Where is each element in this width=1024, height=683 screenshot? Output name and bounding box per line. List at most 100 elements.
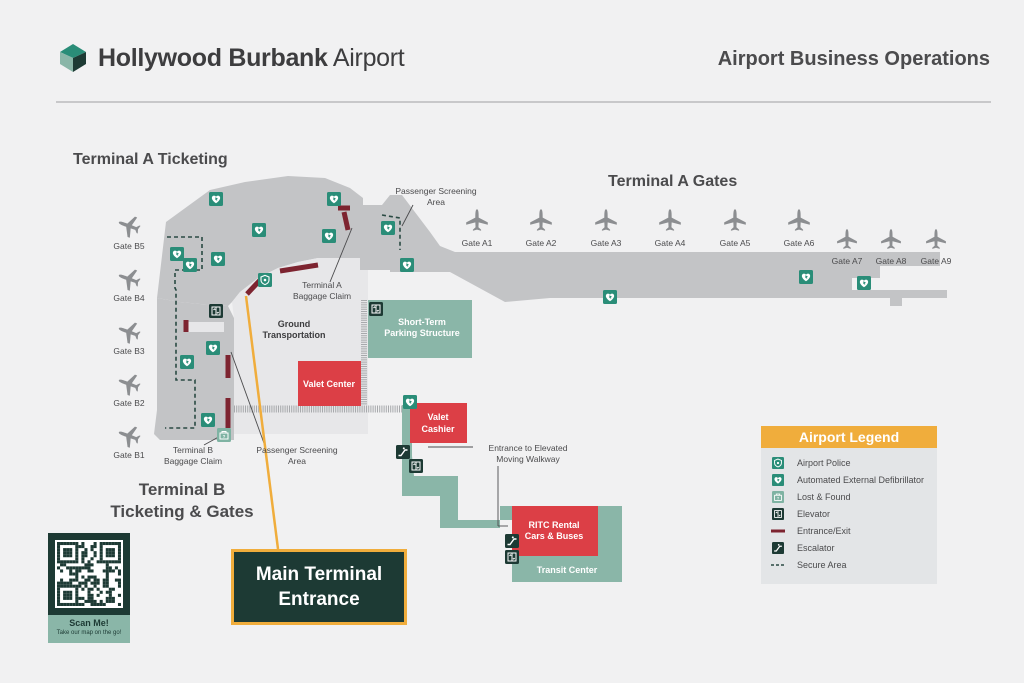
main-terminal-entrance[interactable]: Main Terminal Entrance: [231, 549, 407, 625]
qr-module: [57, 557, 61, 561]
qr-module: [87, 593, 91, 597]
qr-module: [69, 596, 73, 600]
qr-module: [69, 590, 73, 594]
qr-module: [111, 548, 115, 552]
qr-module: [84, 566, 88, 570]
qr-module: [99, 551, 103, 555]
qr-module: [57, 554, 61, 558]
qr-module: [57, 545, 61, 549]
legend-list: Airport Police Automated External Defibr…: [761, 454, 937, 573]
valet-cashier[interactable]: [410, 403, 467, 443]
qr-module: [78, 545, 82, 549]
parking-structure: [368, 300, 472, 358]
qr-module: [117, 554, 121, 558]
qr-module: [90, 575, 94, 579]
qr-card[interactable]: Scan Me! Take our map on the go!: [48, 533, 130, 643]
qr-module: [75, 590, 79, 594]
qr-module: [63, 542, 67, 546]
gate-a-labels: Gate A1 Gate A2 Gate A3 Gate A4 Gate A5 …: [462, 238, 952, 266]
qr-module: [60, 560, 64, 564]
qr-code-box[interactable]: [48, 533, 130, 615]
qr-module: [81, 554, 85, 558]
qr-module: [99, 599, 103, 603]
terminal-b-notch: [186, 322, 224, 332]
terminal-b-label-1: Terminal B: [139, 480, 226, 499]
qr-module: [63, 596, 67, 600]
qr-module: [117, 548, 121, 552]
qr-module: [93, 545, 97, 549]
qr-module: [117, 545, 121, 549]
qr-module: [57, 548, 61, 552]
airport-logo-icon: [60, 44, 86, 72]
qr-module: [111, 596, 115, 600]
entrance-line-icon: [771, 524, 785, 538]
qr-module: [60, 581, 64, 585]
lost-found-icon: [771, 490, 785, 504]
qr-module: [66, 548, 70, 552]
qr-module: [90, 581, 94, 585]
qr-module: [105, 599, 109, 603]
qr-module: [75, 566, 79, 570]
legend-item-elevator: Elevator: [771, 505, 937, 522]
qr-module: [78, 602, 82, 606]
qr-module: [75, 599, 79, 603]
qr-module: [63, 548, 67, 552]
qr-module: [99, 545, 103, 549]
qr-module: [69, 566, 73, 570]
valet-center[interactable]: [298, 361, 361, 406]
qr-module: [99, 542, 103, 546]
police-icon[interactable]: [258, 273, 272, 287]
qr-module: [75, 575, 79, 579]
qr-module: [69, 602, 73, 606]
qr-module: [72, 566, 76, 570]
qr-module: [102, 602, 106, 606]
qr-module: [75, 548, 79, 552]
qr-module: [57, 551, 61, 555]
qr-module: [69, 569, 73, 573]
legend-title: Airport Legend: [761, 426, 937, 448]
legend-item-aed: Automated External Defibrillator: [771, 471, 937, 488]
qr-module: [57, 566, 61, 570]
qr-module: [102, 560, 106, 564]
qr-module: [57, 596, 61, 600]
qr-module: [93, 578, 97, 582]
qr-module: [81, 575, 85, 579]
qr-code-icon[interactable]: [48, 533, 130, 615]
legend-item-entrance: Entrance/Exit: [771, 522, 937, 539]
ritc-label-2: Cars & Buses: [525, 531, 584, 541]
ritc-rental[interactable]: [512, 506, 598, 556]
qr-module: [117, 578, 121, 582]
brand-logo: Hollywood Burbank Airport: [56, 42, 405, 74]
brand-name-bold: Hollywood Burbank: [98, 43, 328, 72]
qr-module: [102, 581, 106, 585]
qr-module: [117, 542, 121, 546]
terminal-b-building: [154, 298, 234, 440]
qr-module: [111, 560, 115, 564]
qr-module: [66, 542, 70, 546]
gate-b3-label: Gate B3: [113, 346, 144, 356]
qr-module: [111, 599, 115, 603]
qr-module: [78, 596, 82, 600]
qr-module: [93, 551, 97, 555]
police-badge-icon: [771, 456, 785, 470]
qr-module: [60, 578, 64, 582]
qr-module: [75, 596, 79, 600]
qr-module: [87, 599, 91, 603]
qr-module: [114, 578, 118, 582]
qr-module: [102, 578, 106, 582]
qr-module: [75, 554, 79, 558]
qr-module: [57, 581, 61, 585]
main-entrance-line: [244, 295, 280, 550]
baggage-b-label-1: Terminal B: [173, 445, 213, 455]
qr-module: [105, 575, 109, 579]
qr-module: [75, 542, 79, 546]
gate-a2-label: Gate A2: [526, 238, 557, 248]
lost-found-icon[interactable]: [217, 428, 231, 442]
qr-module: [111, 551, 115, 555]
qr-module: [99, 548, 103, 552]
ritc-label-1: RITC Rental: [528, 520, 579, 530]
qr-module: [87, 578, 91, 582]
gate-b5-label: Gate B5: [113, 241, 144, 251]
qr-module: [69, 572, 73, 576]
qr-module: [63, 551, 67, 555]
